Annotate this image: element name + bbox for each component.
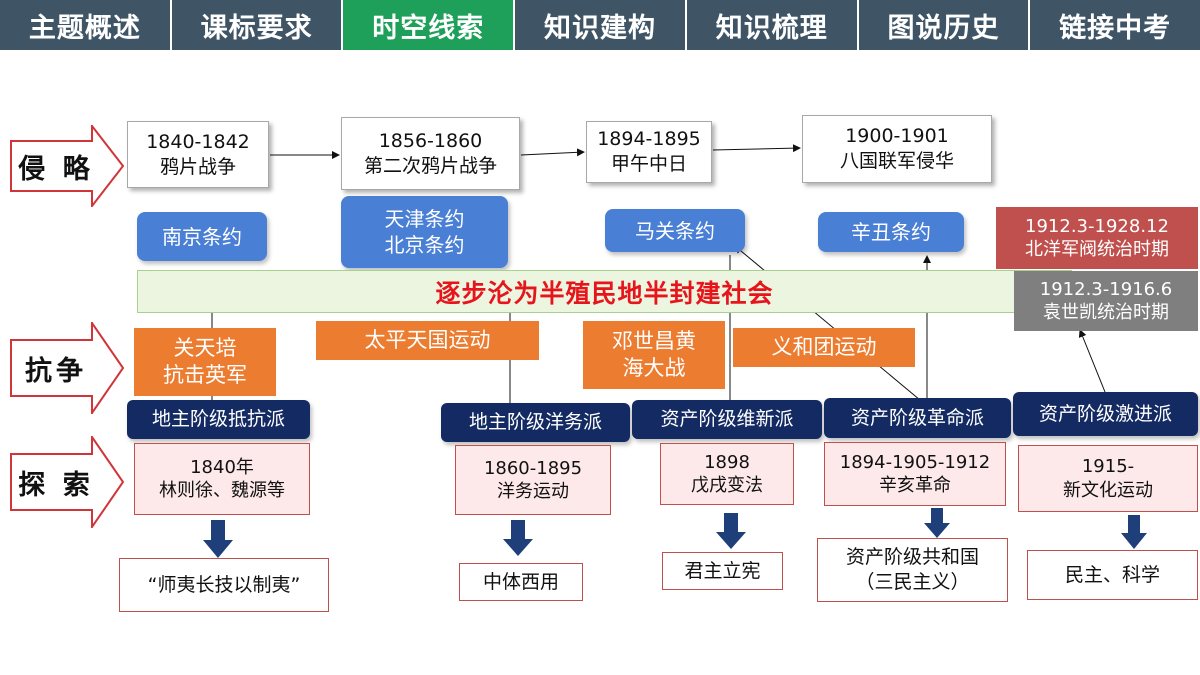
outcome-constitutional-monarchy: 君主立宪 bbox=[662, 552, 783, 590]
outcome-label: “师夷长技以制夷” bbox=[147, 573, 301, 596]
outcome-chinese-body-western-use: 中体西用 bbox=[459, 563, 583, 601]
treaty-maguan: 马关条约 bbox=[605, 209, 745, 252]
outcome-learn-from-foreign: “师夷长技以制夷” bbox=[119, 558, 329, 612]
radical-to-yuan bbox=[1078, 329, 1106, 393]
tab-overview[interactable]: 主题概述 bbox=[0, 0, 172, 50]
tab-knowledge-build[interactable]: 知识建构 bbox=[515, 0, 687, 50]
tab-timeline[interactable]: 时空线索 bbox=[343, 0, 516, 50]
struggle-label: 抗击英军 bbox=[163, 363, 247, 387]
struggle-label: 太平天国运动 bbox=[364, 327, 491, 352]
struggle-deng-shichang: 邓世昌黄 海大战 bbox=[583, 321, 725, 389]
tab-knowledge-review[interactable]: 知识梳理 bbox=[687, 0, 859, 50]
faction-bourgeois-radical: 资产阶级激进派 bbox=[1013, 392, 1198, 436]
down-arrow-icon bbox=[503, 520, 533, 556]
treaty-xinchou: 辛丑条约 bbox=[818, 212, 964, 252]
struggle-label: 邓世昌黄 bbox=[612, 328, 696, 353]
exploration-xinhai-revolution: 1894-1905-1912 辛亥革命 bbox=[824, 442, 1006, 506]
invasion-years: 1856-1860 bbox=[378, 129, 483, 152]
invasion-years: 1900-1901 bbox=[845, 125, 949, 148]
invasion-years: 1840-1842 bbox=[146, 130, 250, 153]
invasion-row-label: 侵 略 bbox=[18, 153, 94, 185]
down-arrow-icon bbox=[203, 520, 233, 558]
tab-exam-link[interactable]: 链接中考 bbox=[1059, 12, 1172, 44]
faction-bourgeois-revolution: 资产阶级革命派 bbox=[824, 398, 1011, 438]
period-dates: 1912.3-1916.6 bbox=[1039, 278, 1173, 300]
treaty-nanjing: 南京条约 bbox=[137, 212, 267, 261]
treaty-label: 南京条约 bbox=[162, 224, 242, 249]
exploration-year: 1860-1895 bbox=[483, 457, 583, 479]
outcome-bourgeois-republic: 资产阶级共和国 （三民主义） bbox=[817, 538, 1008, 602]
timeline-arrow-2 bbox=[520, 148, 585, 157]
struggle-label: 关天培 bbox=[173, 335, 237, 360]
struggle-label: 义和团运动 bbox=[771, 334, 877, 359]
invasion-name: 八国联军侵华 bbox=[839, 150, 954, 172]
struggle-boxer: 义和团运动 bbox=[733, 328, 915, 367]
exploration-name: 辛亥革命 bbox=[879, 475, 951, 496]
invasion-second-opium-war: 1856-1860 第二次鸦片战争 bbox=[341, 117, 520, 190]
exploration-name: 林则徐、魏源等 bbox=[159, 480, 285, 501]
resistance-row-label: 抗争 bbox=[25, 355, 87, 387]
period-dates: 1912.3-1928.12 bbox=[1025, 215, 1169, 237]
invasion-arrow-shape bbox=[10, 123, 125, 209]
outcome-democracy-science: 民主、科学 bbox=[1027, 550, 1198, 600]
exploration-year: 1840年 bbox=[190, 456, 254, 478]
struggle-label: 海大战 bbox=[622, 356, 686, 380]
outcome-label: 资产阶级共和国 bbox=[845, 546, 979, 569]
faction-label: 地主阶级洋务派 bbox=[468, 411, 602, 434]
faction-bourgeois-reform: 资产阶级维新派 bbox=[632, 400, 822, 439]
exploration-year: 1898 bbox=[704, 451, 750, 473]
exploration-westernization-movement: 1860-1895 洋务运动 bbox=[455, 445, 611, 515]
invasion-sino-japanese-war: 1894-1895 甲午中日 bbox=[586, 121, 712, 183]
outcome-label: 中体西用 bbox=[482, 570, 559, 593]
invasion-name: 第二次鸦片战争 bbox=[363, 154, 497, 177]
struggle-taiping: 太平天国运动 bbox=[316, 321, 539, 360]
faction-label: 资产阶级维新派 bbox=[660, 408, 794, 431]
period-name: 北洋军阀统治时期 bbox=[1025, 239, 1169, 260]
exploration-arrow-shape bbox=[10, 433, 125, 531]
tab-curriculum[interactable]: 课标要求 bbox=[172, 0, 344, 50]
timeline-arrow-3 bbox=[712, 144, 801, 153]
exploration-row-arrow: 探 索 bbox=[10, 433, 125, 531]
semi-colonial-society-band: 逐步沦为半殖民地半封建社会 bbox=[137, 270, 1072, 313]
tab-illustrated-history[interactable]: 图说历史 bbox=[859, 0, 1031, 50]
treaty-label: 天津条约 bbox=[384, 207, 465, 231]
resistance-row-arrow: 抗争 bbox=[10, 319, 125, 417]
down-arrow-icon bbox=[716, 513, 746, 549]
yuan-shikai-period: 1912.3-1916.6 袁世凯统治时期 bbox=[1014, 271, 1198, 331]
exploration-name: 洋务运动 bbox=[497, 481, 569, 502]
treaty-label: 北京条约 bbox=[384, 233, 465, 257]
exploration-new-culture-movement: 1915- 新文化运动 bbox=[1018, 445, 1198, 512]
exploration-name: 戊戌变法 bbox=[691, 475, 763, 496]
faction-landlord-resistance: 地主阶级抵抗派 bbox=[127, 400, 310, 439]
faction-label: 地主阶级抵抗派 bbox=[151, 408, 285, 431]
faction-label: 资产阶级革命派 bbox=[850, 406, 984, 429]
exploration-year: 1894-1905-1912 bbox=[839, 451, 991, 473]
invasion-name: 鸦片战争 bbox=[159, 155, 236, 178]
exploration-year: 1915- bbox=[1081, 456, 1135, 478]
down-arrow-icon bbox=[924, 508, 950, 538]
outcome-label: 君主立宪 bbox=[684, 559, 761, 582]
invasion-eight-nation-alliance: 1900-1901 八国联军侵华 bbox=[802, 115, 992, 183]
outcome-label: （三民主义） bbox=[855, 571, 970, 593]
treaty-label: 马关条约 bbox=[635, 218, 715, 243]
struggle-guan-tianpei: 关天培 抗击英军 bbox=[134, 328, 276, 396]
faction-label: 资产阶级激进派 bbox=[1038, 402, 1172, 425]
invasion-name: 甲午中日 bbox=[610, 153, 687, 175]
invasion-row-arrow: 侵 略 bbox=[10, 123, 125, 209]
exploration-hundred-days-reform: 1898 戊戌变法 bbox=[660, 443, 794, 505]
beiyang-warlords-period: 1912.3-1928.12 北洋军阀统治时期 bbox=[996, 207, 1198, 269]
outcome-label: 民主、科学 bbox=[1064, 563, 1160, 586]
treaty-label: 辛丑条约 bbox=[851, 220, 931, 244]
exploration-lin-zexu: 1840年 林则徐、魏源等 bbox=[134, 443, 310, 515]
exploration-name: 新文化运动 bbox=[1063, 479, 1153, 501]
faction-landlord-westernization: 地主阶级洋务派 bbox=[441, 403, 630, 442]
treaty-tianjin-beijing: 天津条约 北京条约 bbox=[341, 196, 508, 268]
invasion-years: 1894-1895 bbox=[597, 128, 701, 151]
down-arrow-icon bbox=[1121, 515, 1147, 549]
top-nav: 主题概述 课标要求 时空线索 知识建构 知识梳理 图说历史 链接中考 bbox=[0, 0, 1200, 50]
period-name: 袁世凯统治时期 bbox=[1043, 302, 1169, 323]
exploration-row-label: 探 索 bbox=[18, 469, 94, 501]
invasion-opium-war: 1840-1842 鸦片战争 bbox=[127, 121, 269, 188]
resistance-arrow-shape bbox=[10, 319, 125, 417]
